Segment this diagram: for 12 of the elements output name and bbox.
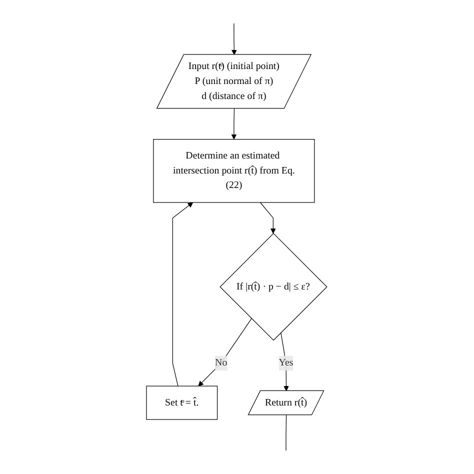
node-diamond: If |r(t̂) · p − d| ≤ ε?: [220, 233, 328, 341]
node-box: Determine an estimated intersection point r(t̂) from Eq.(22): [153, 139, 316, 203]
arrow: [280, 332, 290, 392]
edge-label: No: [215, 358, 228, 368]
arrow: [172, 202, 194, 386]
arrow: [198, 318, 252, 386]
edge-label: Yes: [279, 358, 294, 368]
arrow: [232, 23, 238, 56]
arrow: [260, 202, 276, 234]
arrow: [232, 108, 237, 140]
connector: [286, 414, 287, 451]
node-box: Set tͦ = t̂.: [146, 386, 218, 420]
